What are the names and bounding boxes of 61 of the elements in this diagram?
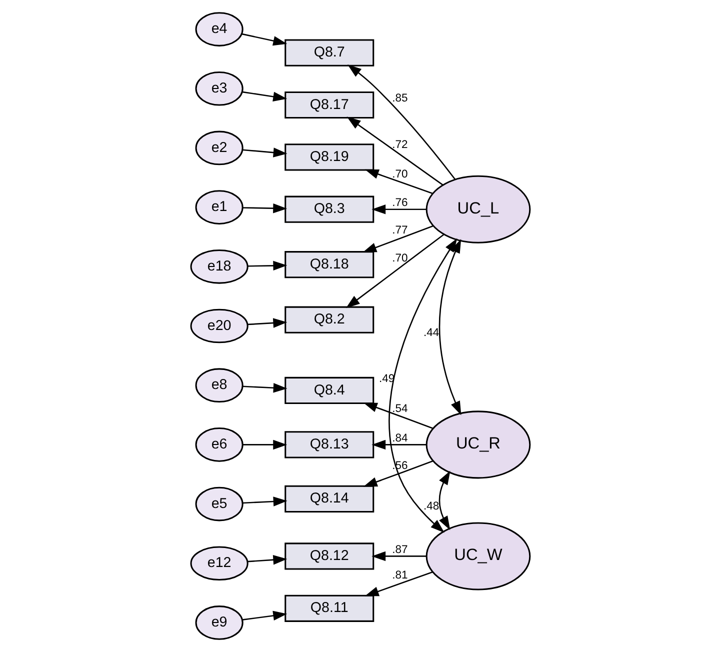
node-box: Q8.13: [284, 431, 374, 458]
node-ellipse: e18: [190, 250, 248, 284]
node-ellipse: e3: [195, 71, 244, 106]
node-ellipse: UC_W: [426, 522, 531, 590]
node-ellipse: e2: [195, 130, 244, 166]
node-box: Q8.4: [284, 376, 374, 404]
node-box: Q8.11: [284, 594, 374, 622]
arrow: [346, 116, 444, 186]
edge-label: .44: [423, 327, 440, 340]
arrow: [363, 402, 434, 429]
arrow: [242, 148, 288, 158]
arrow: [348, 64, 456, 180]
edge-label: .54: [392, 402, 408, 415]
arrow: [438, 470, 450, 530]
arrow: [242, 91, 288, 102]
arrow: [248, 260, 288, 271]
node-ellipse: e4: [195, 12, 244, 46]
arrow: [242, 382, 288, 393]
arrow: [372, 440, 426, 450]
node-box: Q8.19: [284, 144, 374, 171]
edge-label: .70: [392, 252, 408, 264]
arrow: [362, 225, 434, 252]
node-ellipse: e1: [195, 190, 244, 224]
edge-label: .48: [423, 500, 440, 512]
node-box: Q8.3: [284, 196, 374, 223]
arrow: [242, 203, 288, 214]
edge-label: .84: [392, 432, 408, 444]
arrow: [248, 555, 288, 565]
node-box: Q8.12: [284, 542, 374, 570]
node-box: Q8.2: [284, 306, 374, 334]
node-ellipse: e6: [195, 428, 244, 462]
arrow: [242, 496, 288, 506]
node-ellipse: e8: [195, 368, 244, 403]
edge-label: .85: [392, 92, 408, 105]
arrow: [242, 440, 288, 450]
edge-label: .72: [392, 138, 408, 151]
edge-label: .87: [392, 544, 408, 556]
node-box: Q8.7: [284, 39, 374, 66]
arrow: [388, 238, 458, 533]
node-box: Q8.14: [284, 485, 374, 512]
node-ellipse: UC_L: [426, 175, 531, 244]
node-box: Q8.18: [284, 251, 374, 278]
node-ellipse: e20: [190, 308, 248, 344]
arrow: [364, 571, 433, 596]
arrow: [346, 234, 444, 308]
arrow: [242, 610, 288, 621]
node-box: Q8.17: [284, 91, 374, 119]
edge-label: .70: [392, 168, 408, 180]
node-ellipse: e9: [195, 606, 244, 640]
edge-label: .77: [392, 224, 408, 237]
edge-label: .76: [392, 197, 408, 210]
arrow: [372, 204, 426, 214]
node-ellipse: e12: [190, 546, 248, 581]
arrow: [372, 551, 426, 562]
arrow: [364, 169, 433, 194]
edge-label: .81: [392, 570, 408, 582]
arrow: [248, 318, 288, 328]
arrow: [363, 460, 434, 487]
node-ellipse: UC_R: [426, 410, 531, 479]
node-ellipse: e5: [195, 486, 244, 522]
arrow: [242, 33, 288, 46]
